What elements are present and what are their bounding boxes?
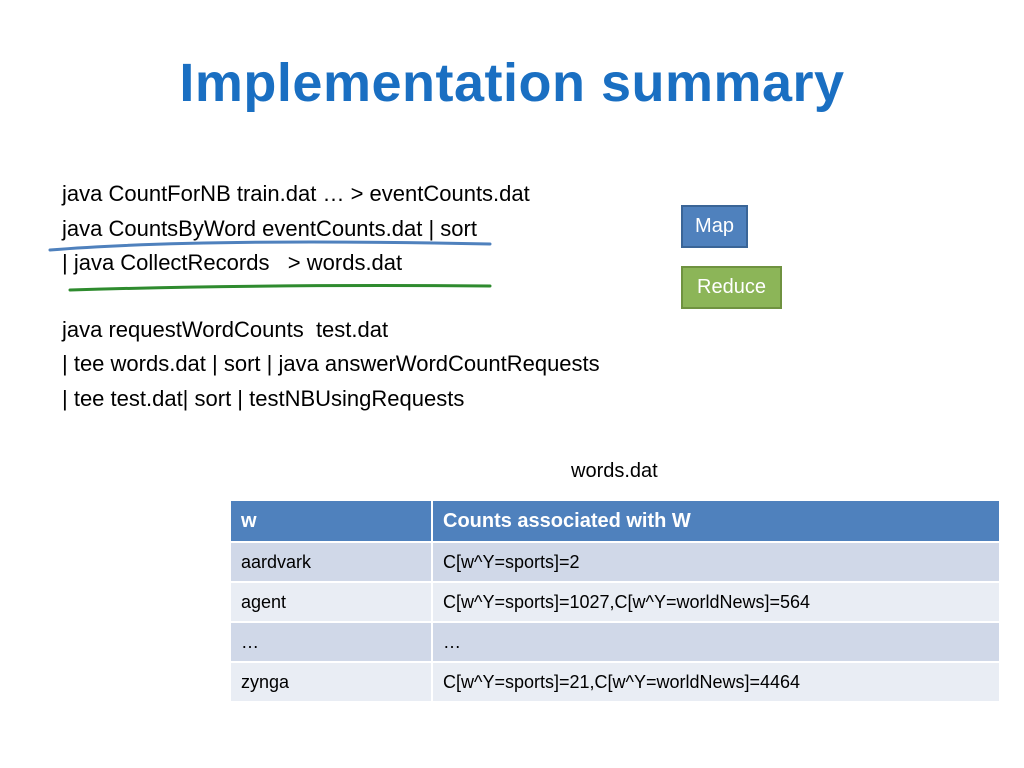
table-row: agent C[w^Y=sports]=1027,C[w^Y=worldNews… bbox=[229, 581, 1001, 623]
table-row: aardvark C[w^Y=sports]=2 bbox=[229, 541, 1001, 583]
command-line: | java CollectRecords > words.dat bbox=[62, 250, 403, 275]
command-line: java CountsByWord eventCounts.dat | sort bbox=[62, 215, 477, 241]
command-line: | tee words.dat | sort | java answerWord… bbox=[62, 351, 600, 376]
command-line: java requestWordCounts test.dat bbox=[62, 316, 389, 342]
reduce-legend-box: Reduce bbox=[681, 266, 782, 309]
words-table: w Counts associated with W aardvark C[w^… bbox=[229, 499, 1001, 703]
table-row: zynga C[w^Y=sports]=21,C[w^Y=worldNews]=… bbox=[229, 661, 1001, 703]
slide-title: Implementation summary bbox=[179, 53, 845, 113]
counts-cell: C[w^Y=sports]=21,C[w^Y=worldNews]=4464 bbox=[431, 661, 1001, 703]
map-legend-box: Map bbox=[681, 205, 748, 248]
command-line: java CountForNB train.dat … > eventCount… bbox=[62, 181, 530, 206]
command-line: | tee test.dat| sort | testNBUsingReques… bbox=[62, 385, 465, 411]
word-cell: agent bbox=[229, 581, 433, 623]
column-header-w: w bbox=[229, 499, 433, 543]
word-cell: … bbox=[229, 621, 433, 663]
counts-cell: C[w^Y=sports]=2 bbox=[431, 541, 1001, 583]
command-block: java CountForNB train.dat … > eventCount… bbox=[62, 177, 600, 416]
table-row: … … bbox=[229, 621, 1001, 663]
table-header-row: w Counts associated with W bbox=[229, 499, 1001, 543]
table-caption: words.dat bbox=[571, 460, 658, 482]
counts-cell: C[w^Y=sports]=1027,C[w^Y=worldNews]=564 bbox=[431, 581, 1001, 623]
word-cell: zynga bbox=[229, 661, 433, 703]
map-underline bbox=[48, 240, 492, 252]
column-header-counts: Counts associated with W bbox=[431, 499, 1001, 543]
counts-cell: … bbox=[431, 621, 1001, 663]
word-cell: aardvark bbox=[229, 541, 433, 583]
reduce-underline bbox=[68, 284, 492, 292]
